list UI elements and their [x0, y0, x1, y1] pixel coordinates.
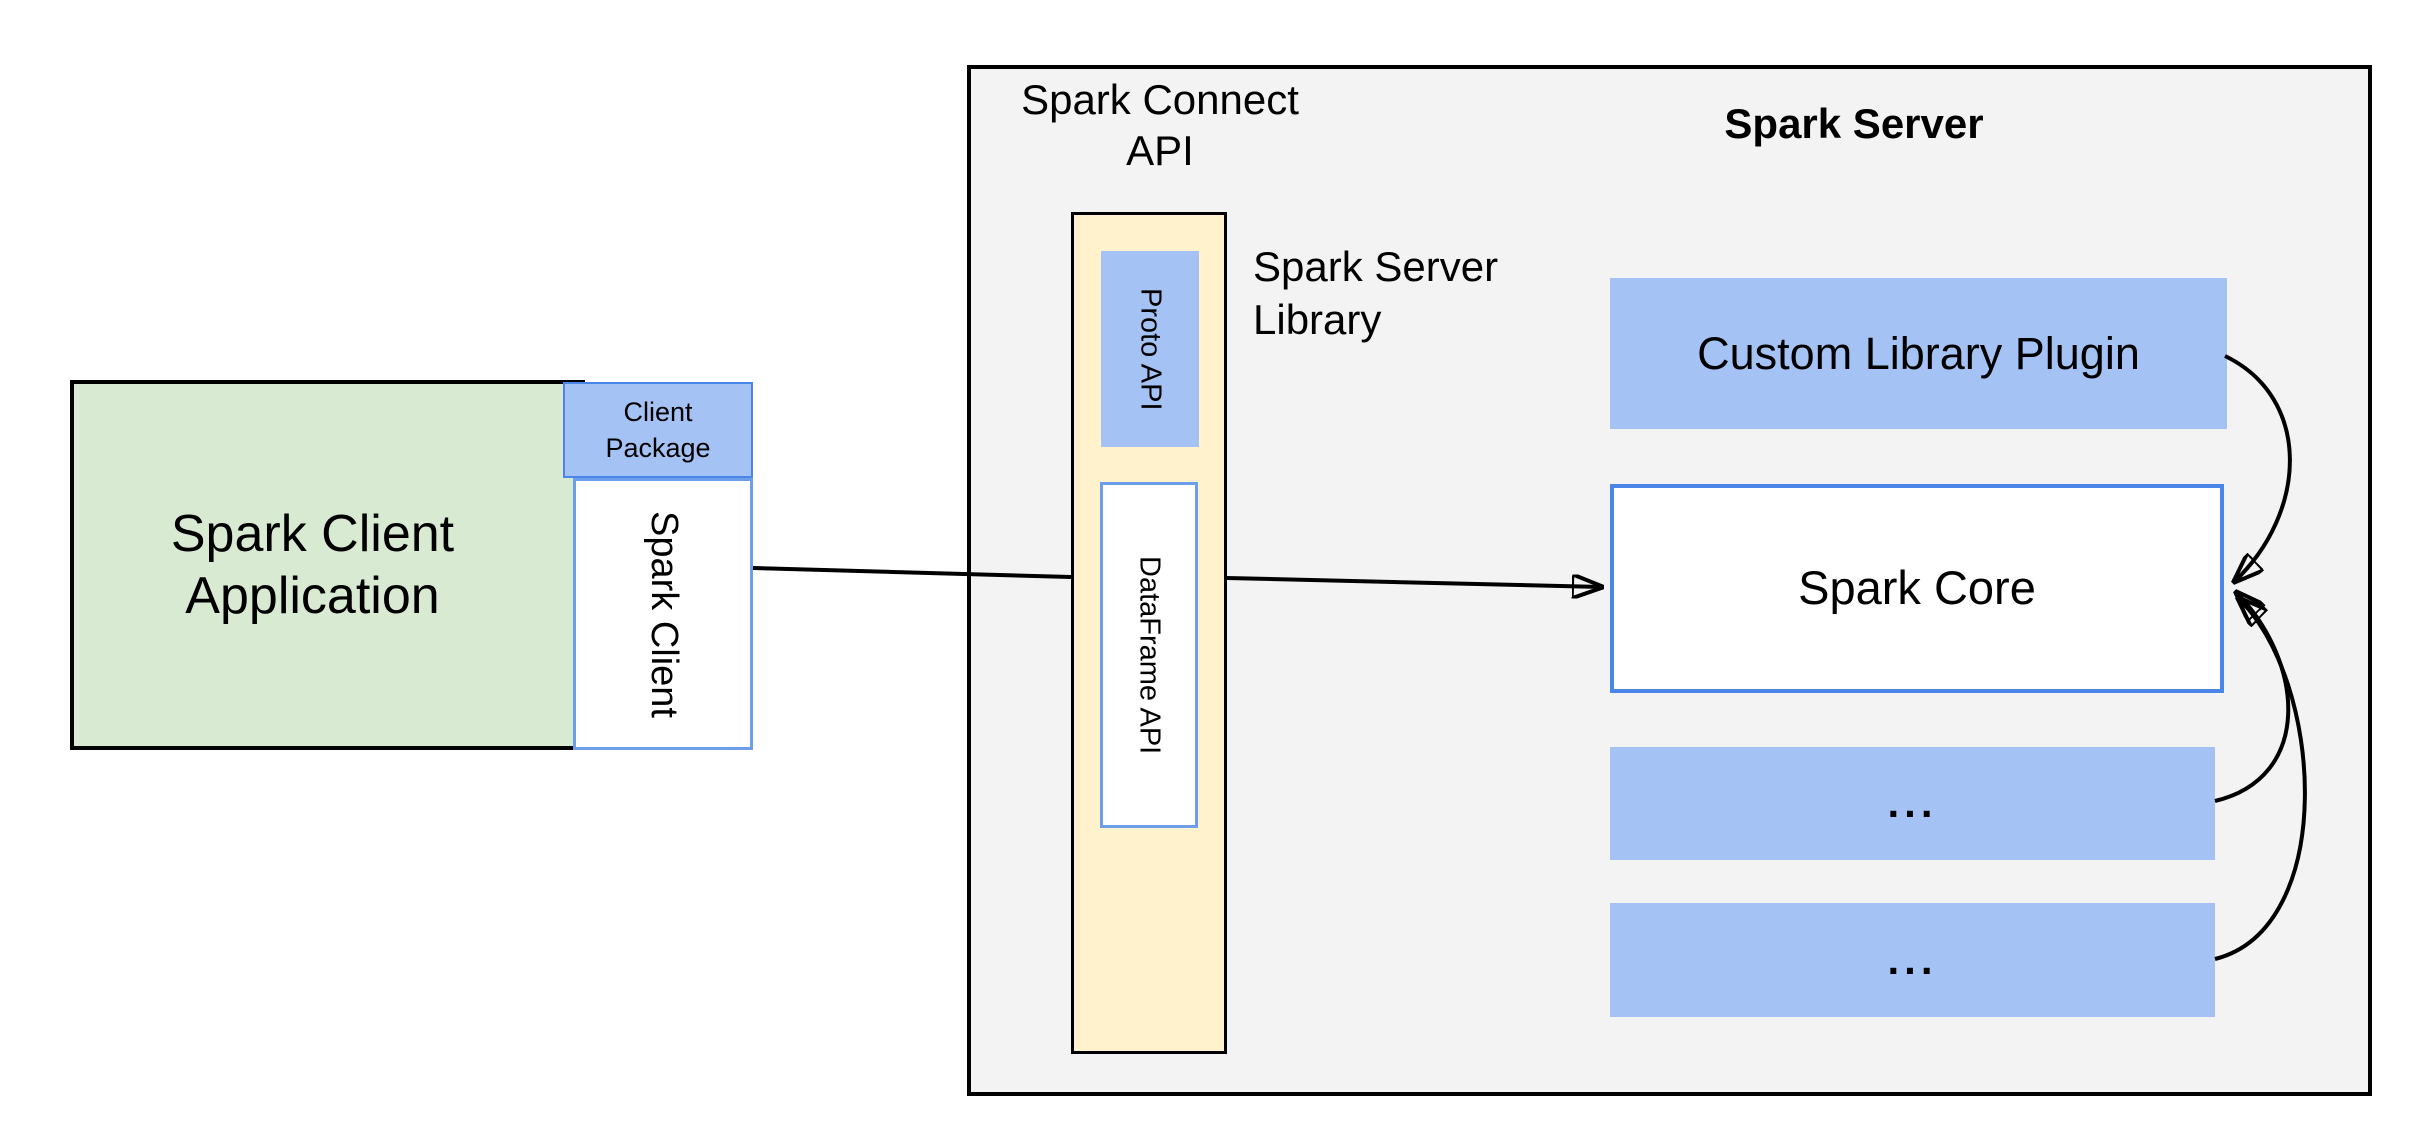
proto-api-label: Proto API — [1134, 287, 1167, 411]
spark-core-label: Spark Core — [1798, 561, 2036, 615]
custom-library-plugin-label: Custom Library Plugin — [1697, 327, 2140, 379]
spark-client-application-label: Spark Client Application — [170, 504, 455, 625]
spark-server-library-label: Spark Server Library — [1253, 243, 1499, 344]
spark-client-box: Spark Client — [573, 478, 753, 750]
ellipsis-label-bottom: ... — [1887, 935, 1938, 983]
proto-api-box: Proto API — [1101, 251, 1199, 447]
client-package-box: Client Package — [563, 382, 753, 478]
other-plugin-box-bottom: ... — [1610, 903, 2215, 1017]
other-plugin-box-top: ... — [1610, 747, 2215, 860]
client-package-label: Client Package — [605, 396, 711, 463]
spark-core-box: Spark Core — [1610, 484, 2224, 693]
spark-client-application-box: Spark Client Application — [70, 380, 585, 750]
spark-server-title: Spark Server — [1724, 100, 1984, 147]
ellipsis-label-top: ... — [1887, 779, 1938, 827]
custom-library-plugin-box: Custom Library Plugin — [1610, 278, 2227, 429]
dataframe-api-box: DataFrame API — [1100, 482, 1198, 828]
spark-connect-api-label: Spark Connect API — [1021, 76, 1299, 175]
dataframe-api-label: DataFrame API — [1133, 555, 1166, 755]
spark-client-label: Spark Client — [642, 510, 685, 718]
